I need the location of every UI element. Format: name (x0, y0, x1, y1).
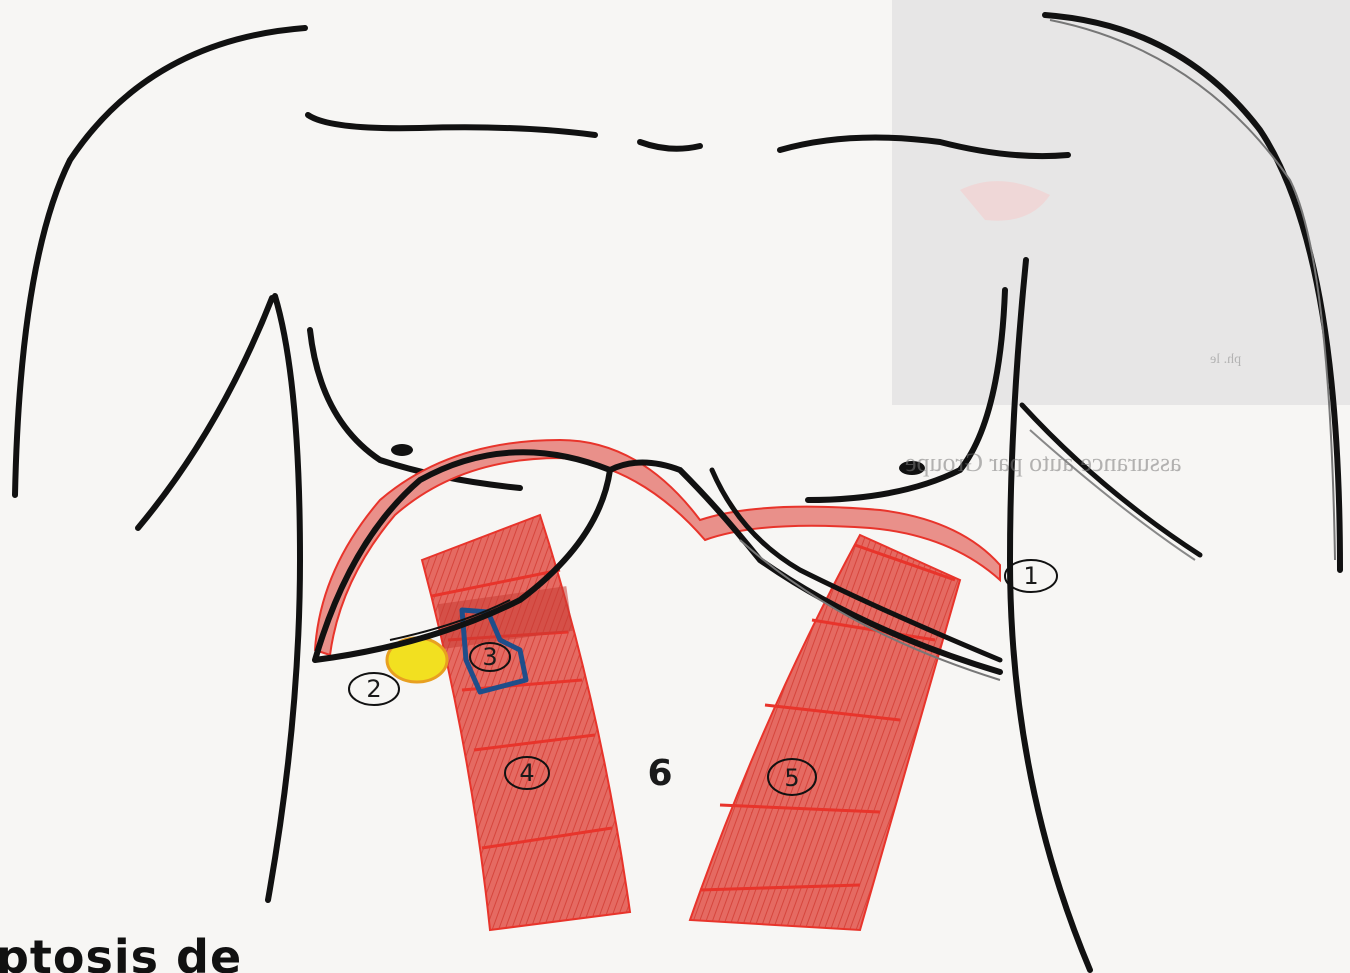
bleed-through-text: assurance auto par Groupe (905, 448, 1182, 478)
label-2: 2 (349, 673, 399, 705)
clavicle-middle (640, 142, 700, 149)
left-shoulder-outline (15, 28, 305, 495)
label-5-text: 5 (784, 764, 799, 792)
left-arm-inner (138, 298, 272, 528)
bleed-through-photo (892, 0, 1350, 405)
left-trunk-line (268, 296, 300, 900)
right-arm-inner (1022, 405, 1200, 555)
clavicle-left (308, 115, 595, 135)
label-2-text: 2 (366, 675, 381, 703)
bottom-handwriting: ptosis de (0, 930, 242, 973)
label-1-text: 1 (1023, 562, 1038, 590)
label-3-text: 3 (482, 643, 497, 671)
bleed-through-caption: ph. le (1210, 352, 1241, 368)
right-organ-column (690, 535, 960, 930)
left-nipple (391, 444, 413, 456)
label-4-text: 4 (519, 759, 534, 787)
label-6-text: 6 (647, 753, 672, 794)
